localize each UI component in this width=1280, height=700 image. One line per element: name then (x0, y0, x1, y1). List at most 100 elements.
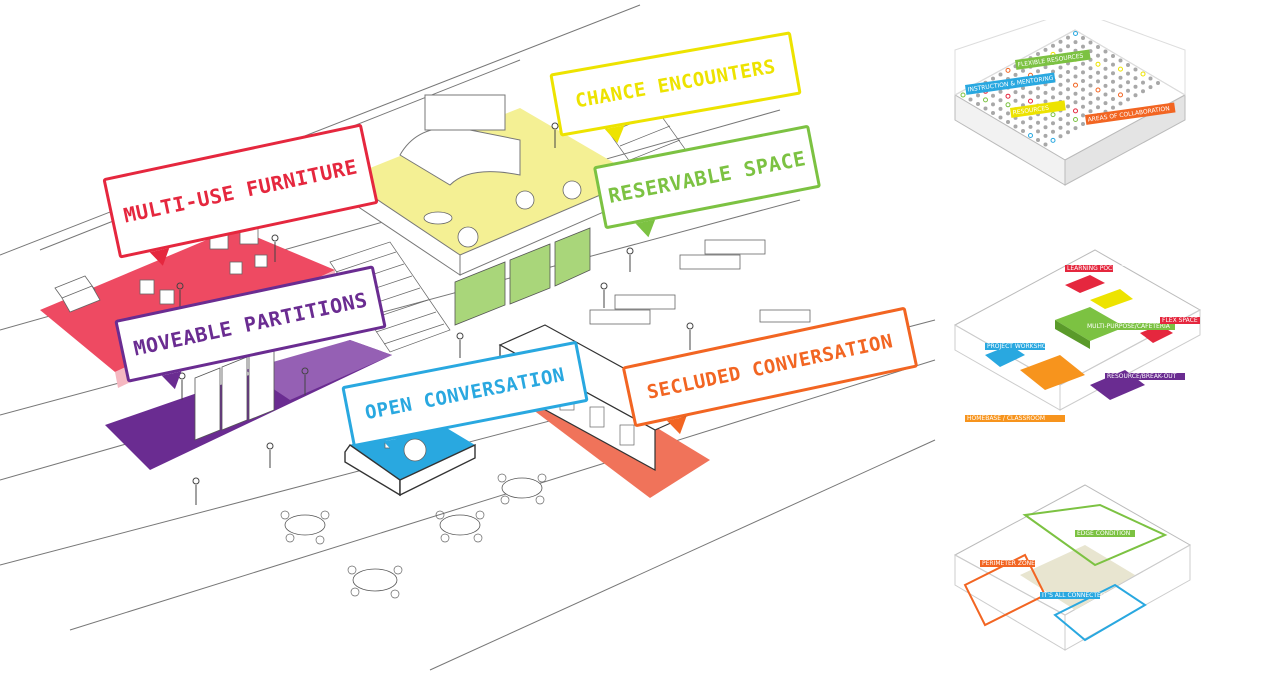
grid-dot (1066, 78, 1070, 83)
grid-dot (1118, 75, 1123, 80)
grid-dot (998, 89, 1003, 94)
grid-dot (1058, 74, 1063, 79)
mini-label: FLEX SPACE (1162, 317, 1198, 324)
grid-dot (1028, 98, 1033, 104)
grid-dot (1066, 35, 1070, 40)
callout-tail (604, 125, 628, 145)
grid-dot (1088, 83, 1093, 88)
grid-dot (1156, 81, 1160, 85)
grid-dot (1021, 129, 1025, 133)
grid-dot (1058, 125, 1063, 130)
isometric-floor-plan (0, 4, 936, 671)
grid-dot (1073, 91, 1078, 96)
grid-dot (1148, 85, 1153, 90)
mini-label: PERIMETER ZONE (982, 560, 1035, 567)
grid-dot (1043, 142, 1048, 147)
grid-dot (1066, 87, 1070, 92)
grid-dot (1133, 84, 1138, 89)
grid-dot (991, 76, 995, 81)
grid-dot (1118, 66, 1123, 72)
grid-dot (1058, 91, 1063, 96)
grid-dot (1081, 113, 1085, 118)
mini-label: PROJECT WORKSHOP (987, 343, 1051, 350)
grid-dot (1021, 120, 1025, 125)
grid-dot (1118, 84, 1123, 89)
grid-dot (1066, 130, 1070, 135)
grid-dot (1148, 76, 1153, 81)
grid-dot (1073, 82, 1078, 88)
grid-dot (1118, 58, 1123, 63)
grid-dot (1036, 86, 1040, 91)
grid-dot (1118, 92, 1123, 98)
grid-dot (1141, 89, 1145, 94)
grid-dot (1036, 138, 1040, 142)
grid-dot (1133, 67, 1138, 72)
grid-dot (998, 72, 1003, 77)
grid-dot (1096, 79, 1100, 84)
grid-dot (1006, 120, 1010, 124)
grid-dot (1043, 47, 1048, 52)
grid-dot (1111, 97, 1115, 101)
grid-dot (1051, 121, 1055, 126)
grid-dot (1088, 40, 1093, 45)
grid-dot (1133, 76, 1138, 81)
grid-dot (1073, 40, 1078, 45)
mini-diagram-connections: EDGE CONDITION PERIMETER ZONE IT'S ALL C… (953, 484, 1192, 651)
grid-dot (998, 98, 1003, 103)
grid-dot (1028, 90, 1033, 95)
grid-dot (1036, 120, 1040, 125)
grid-dot (1050, 112, 1056, 118)
chance-encounters-label: CHANCE ENCOUNTERS (573, 55, 778, 113)
grid-dot (1066, 44, 1070, 49)
grid-dot (1118, 101, 1123, 106)
grid-dot (1133, 93, 1138, 98)
grid-dot (1103, 101, 1108, 106)
grid-dot (968, 97, 973, 102)
grid-dot (1088, 100, 1093, 105)
grid-dot (1073, 108, 1078, 114)
grid-dot (1096, 105, 1100, 110)
grid-dot (1096, 96, 1100, 101)
grid-dot (1013, 98, 1018, 103)
grid-dot (1066, 121, 1070, 126)
grid-dot (1111, 71, 1115, 76)
grid-dot (1088, 109, 1093, 114)
grid-dot (1103, 58, 1108, 63)
grid-dot (1051, 43, 1055, 48)
grid-dot (991, 111, 995, 115)
grid-dot (1036, 52, 1040, 56)
mini-label: IT'S ALL CONNECTED (1042, 592, 1106, 599)
grid-dot (1126, 97, 1130, 102)
grid-dot (976, 102, 980, 106)
grid-dot (991, 102, 995, 107)
grid-dot (1141, 80, 1145, 85)
grid-dot (1126, 71, 1130, 76)
grid-dot (1073, 117, 1078, 122)
grid-dot (1081, 79, 1085, 83)
grid-dot (1103, 49, 1108, 54)
grid-dot (991, 93, 995, 98)
grid-dot (1140, 71, 1146, 77)
grid-dot (1028, 116, 1033, 121)
grid-dot (1081, 70, 1085, 75)
grid-dot (1013, 90, 1018, 95)
grid-dot (1021, 94, 1025, 99)
grid-dot (976, 93, 980, 98)
grid-dot (1066, 95, 1070, 100)
grid-dot (1058, 82, 1063, 87)
grid-dot (1043, 90, 1048, 95)
grid-dot (960, 92, 966, 98)
grid-dot (1005, 93, 1011, 99)
grid-dot (1096, 70, 1100, 75)
grid-dot (1095, 61, 1101, 67)
grid-dot (1043, 65, 1048, 70)
grid-dot (1073, 74, 1078, 79)
mini-label: LEARNING POCKET (1067, 265, 1124, 272)
grid-dot (1028, 124, 1033, 129)
grid-dot (1066, 104, 1070, 109)
mini-label: HOMEBASE / CLASSROOM (967, 415, 1045, 422)
grid-dot (1058, 117, 1063, 122)
grid-dot (1111, 79, 1115, 84)
grid-dot (1073, 100, 1078, 105)
grid-dot (1073, 126, 1078, 131)
